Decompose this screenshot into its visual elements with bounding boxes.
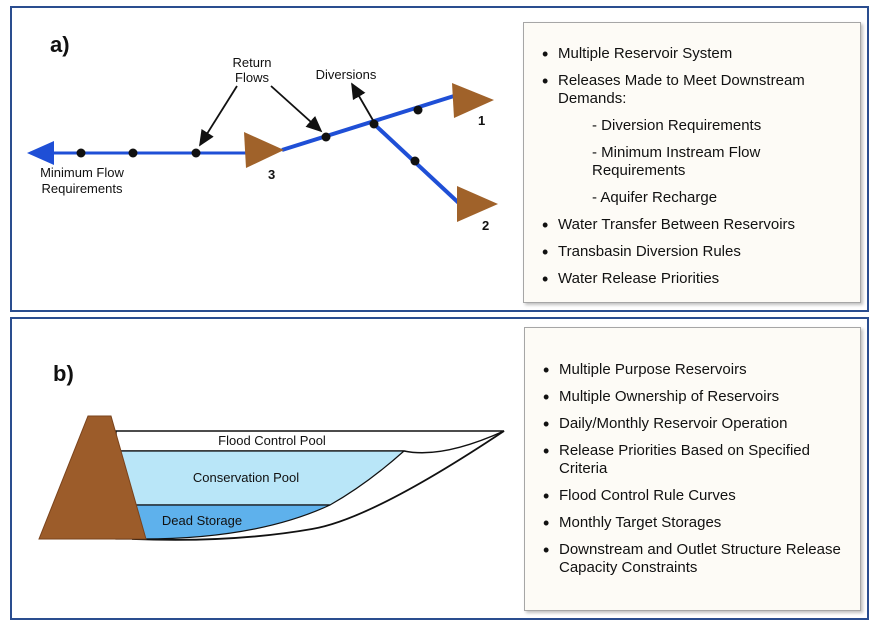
reservoir-1-icon — [452, 83, 494, 118]
bullet-item: Releases Made to Meet Downstream Demands… — [540, 72, 852, 108]
river-network-diagram: Return Flows Diversions Minimum Flow Req… — [26, 55, 498, 233]
node-min-flow-2 — [128, 148, 138, 158]
node-return-flow-1 — [191, 148, 201, 158]
node-lower-branch — [410, 156, 420, 166]
dam-icon — [38, 415, 147, 540]
river-branch-to-1 — [281, 94, 455, 152]
river-branch-to-2 — [372, 122, 464, 208]
reservoir-2-label: 2 — [482, 218, 489, 233]
reservoir-2-icon — [457, 186, 498, 222]
node-return-flow-2 — [321, 132, 331, 142]
conservation-pool-label: Conservation Pool — [193, 470, 299, 485]
min-flow-label-line2: Requirements — [42, 181, 123, 196]
bullet-item: Multiple Reservoir System — [540, 45, 852, 63]
panel-a-bullet-list: Multiple Reservoir SystemReleases Made t… — [540, 45, 852, 288]
bullet-item: Water Release Priorities — [540, 270, 852, 288]
node-diversion — [369, 119, 379, 129]
panel-b: b) Flood Control Pool Conservation Pool … — [10, 317, 869, 620]
panel-a: a) Return Fl — [10, 6, 869, 312]
return-flows-arrow-2 — [270, 85, 323, 133]
reservoir-3-icon — [244, 132, 284, 168]
bullet-item: Downstream and Outlet Structure Release … — [541, 541, 854, 577]
min-flow-label-line1: Minimum Flow — [40, 165, 124, 180]
reservoir-3-label: 3 — [268, 167, 275, 182]
diversions-arrow — [351, 82, 375, 123]
bullet-item: Release Priorities Based on Specified Cr… — [541, 442, 854, 478]
dead-storage-label: Dead Storage — [162, 513, 242, 528]
panel-b-bullet-box: Multiple Purpose ReservoirsMultiple Owne… — [524, 327, 861, 611]
return-flows-label-line1: Return — [232, 55, 271, 70]
bullet-item: Water Transfer Between Reservoirs — [540, 216, 852, 234]
panel-a-letter: a) — [50, 32, 70, 57]
sub-bullet-item: - Minimum Instream Flow Requirements — [592, 144, 761, 179]
sub-bullet-item: - Diversion Requirements — [592, 117, 762, 134]
return-flows-arrow-1 — [199, 85, 238, 147]
panel-b-bullet-list: Multiple Purpose ReservoirsMultiple Owne… — [541, 361, 854, 577]
return-flows-label-line2: Flows — [235, 70, 269, 85]
bullet-item: Daily/Monthly Reservoir Operation — [541, 415, 854, 433]
flood-control-pool-label: Flood Control Pool — [218, 433, 326, 448]
node-upper-branch — [413, 105, 423, 115]
diversions-label: Diversions — [316, 67, 377, 82]
bullet-item: Monthly Target Storages — [541, 514, 854, 532]
reservoir-1-label: 1 — [478, 113, 485, 128]
bullet-item: Multiple Purpose Reservoirs — [541, 361, 854, 379]
bullet-item: Transbasin Diversion Rules — [540, 243, 852, 261]
panel-a-bullet-box: Multiple Reservoir SystemReleases Made t… — [523, 22, 861, 303]
bullet-item: Multiple Ownership of Reservoirs — [541, 388, 854, 406]
reservoir-pools-diagram: Flood Control Pool Conservation Pool Dea… — [38, 415, 505, 541]
node-min-flow-1 — [76, 148, 86, 158]
sub-bullet-item: - Aquifer Recharge — [592, 189, 718, 206]
panel-b-letter: b) — [53, 361, 74, 386]
basin-outline — [131, 430, 505, 541]
bullet-item: Flood Control Rule Curves — [541, 487, 854, 505]
